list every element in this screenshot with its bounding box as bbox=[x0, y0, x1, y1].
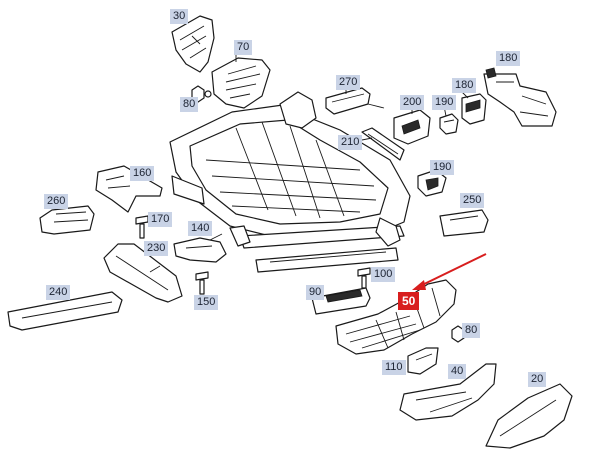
part-150-bolt bbox=[195, 271, 209, 295]
part-main-seat-frame bbox=[169, 91, 411, 273]
callout-270: 270 bbox=[336, 75, 361, 90]
part-20-panel bbox=[485, 383, 573, 449]
callout-190: 190 bbox=[430, 160, 455, 175]
callout-140: 140 bbox=[188, 221, 213, 236]
callout-180: 180 bbox=[452, 78, 477, 93]
part-270-bracket bbox=[325, 87, 385, 115]
part-140-bracket bbox=[173, 233, 227, 263]
part-240-trim bbox=[7, 291, 123, 331]
callout-180: 180 bbox=[496, 51, 521, 66]
callout-90: 90 bbox=[306, 285, 325, 300]
part-170-bolt bbox=[135, 215, 149, 239]
callout-250: 250 bbox=[460, 193, 485, 208]
callout-50-highlighted: 50 bbox=[398, 292, 420, 310]
part-180-small bbox=[461, 93, 487, 125]
part-80-nut-lower bbox=[451, 325, 465, 343]
part-200-motor bbox=[393, 109, 431, 145]
callout-110: 110 bbox=[382, 360, 406, 375]
callout-30: 30 bbox=[170, 9, 189, 24]
part-250-cover bbox=[439, 209, 489, 237]
callout-210: 210 bbox=[338, 135, 363, 150]
part-110-cover bbox=[407, 347, 439, 375]
callout-260: 260 bbox=[44, 194, 69, 209]
callout-200: 200 bbox=[400, 95, 425, 110]
part-30-side-cover bbox=[171, 15, 215, 73]
callout-50-arrow bbox=[412, 253, 487, 290]
callout-240: 240 bbox=[46, 285, 71, 300]
part-90-panel bbox=[311, 287, 371, 315]
callout-230: 230 bbox=[144, 241, 169, 256]
callout-150: 150 bbox=[194, 295, 219, 310]
part-100-screw bbox=[357, 267, 371, 289]
callout-40: 40 bbox=[448, 364, 467, 379]
part-190-top bbox=[439, 113, 459, 135]
part-190-lower bbox=[417, 169, 447, 197]
part-210-rail bbox=[361, 127, 405, 161]
part-40-panel bbox=[399, 363, 497, 421]
callout-190: 190 bbox=[432, 95, 457, 110]
callout-20: 20 bbox=[528, 372, 547, 387]
part-180-large bbox=[483, 67, 557, 127]
part-70-mesh-cover bbox=[204, 57, 271, 109]
callout-160: 160 bbox=[130, 166, 155, 181]
callout-80: 80 bbox=[180, 97, 199, 112]
callout-70: 70 bbox=[234, 40, 253, 55]
part-260-trim bbox=[39, 205, 95, 235]
callout-170: 170 bbox=[148, 212, 173, 227]
callout-100: 100 bbox=[371, 267, 396, 282]
part-230-cover bbox=[103, 243, 183, 303]
callout-80: 80 bbox=[462, 323, 481, 338]
